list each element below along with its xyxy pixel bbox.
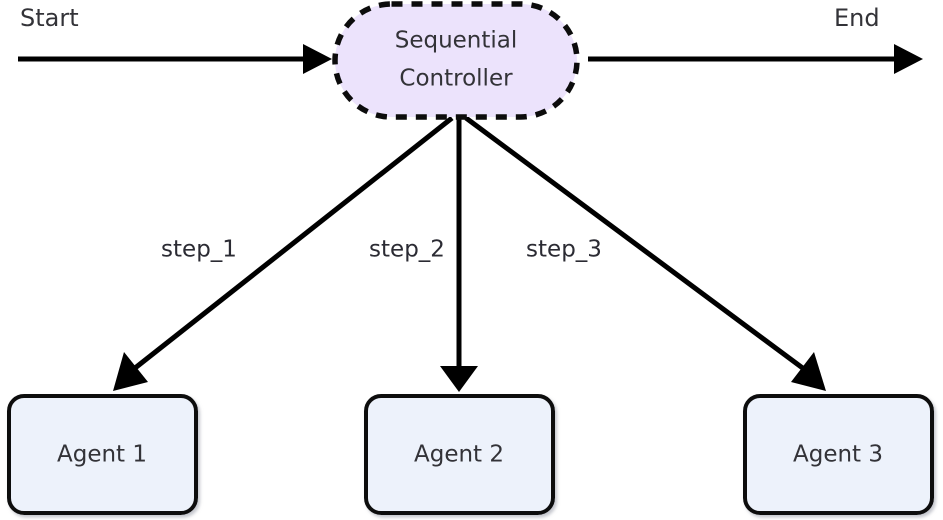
edge-label-step-1: step_1: [161, 237, 237, 263]
edge-step-1-arrowhead: [113, 352, 148, 391]
edge-controller-to-agent-1: step_1: [113, 116, 454, 391]
controller-label-line-1: Sequential: [395, 28, 518, 54]
agent-3-box[interactable]: [743, 394, 934, 515]
start-label: Start: [20, 4, 79, 32]
agent-1-label: Agent 1: [57, 442, 147, 468]
edge-step-3-line: [464, 115, 810, 375]
agent-1-box[interactable]: [7, 394, 198, 515]
edge-label-step-3: step_3: [526, 237, 602, 263]
agent-2-box[interactable]: [364, 394, 555, 515]
edge-label-step-2: step_2: [369, 237, 445, 263]
edge-step-1-line: [128, 116, 454, 374]
edge-controller-to-end: [588, 44, 923, 74]
node-agent-2[interactable]: Agent 2: [364, 394, 555, 515]
edge-step-2-arrowhead: [440, 366, 478, 392]
node-sequential-controller[interactable]: Sequential Controller: [332, 1, 580, 120]
edge-controller-to-agent-2: step_2: [369, 118, 478, 392]
edge-controller-to-agent-3: step_3: [464, 115, 826, 391]
controller-shape[interactable]: [332, 1, 580, 120]
controller-label-line-2: Controller: [399, 66, 513, 92]
edge-end-arrowhead: [894, 44, 923, 74]
agent-2-label: Agent 2: [414, 442, 504, 468]
edge-start-arrowhead: [303, 44, 332, 74]
end-label: End: [834, 4, 880, 32]
node-agent-3[interactable]: Agent 3: [743, 394, 934, 515]
edge-start-to-controller: [18, 44, 332, 74]
agent-3-label: Agent 3: [793, 442, 883, 468]
edge-step-3-arrowhead: [791, 352, 826, 391]
node-agent-1[interactable]: Agent 1: [7, 394, 198, 515]
